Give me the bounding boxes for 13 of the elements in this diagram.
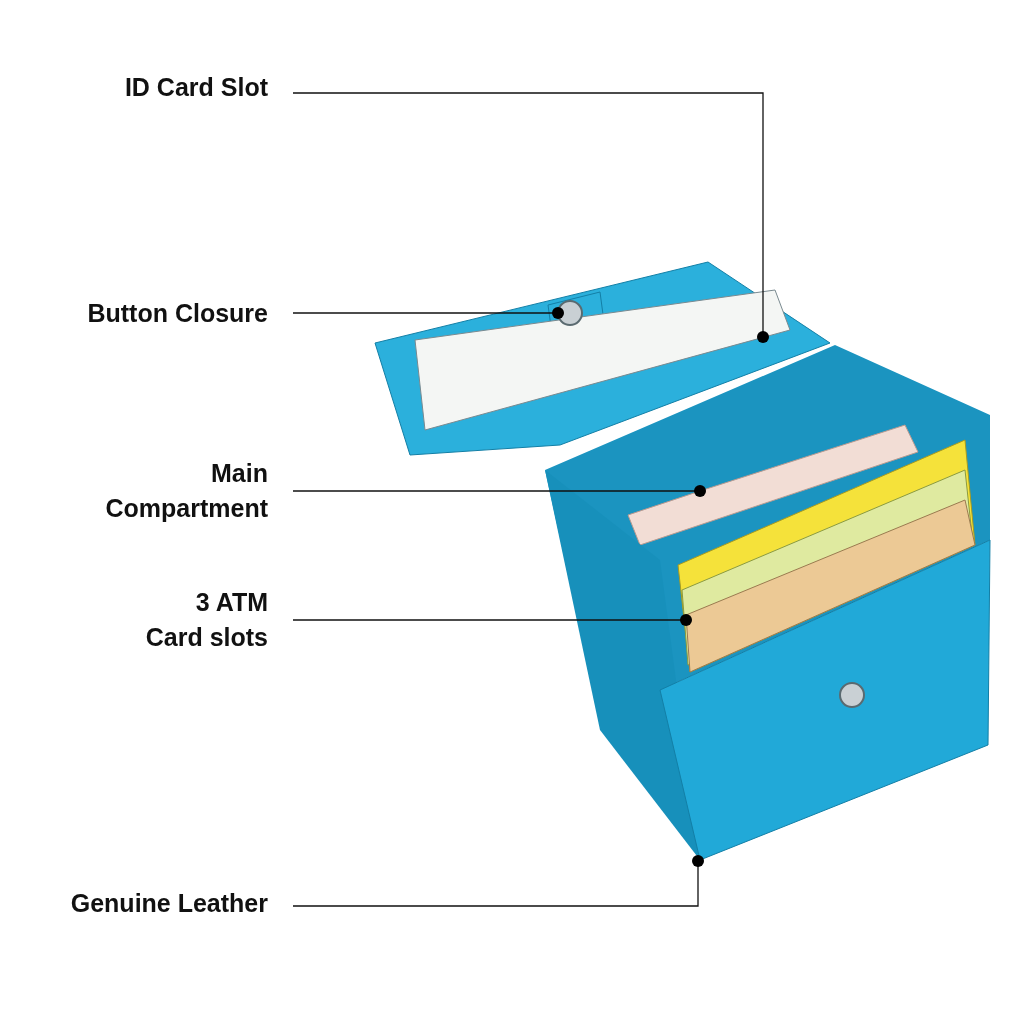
callout-label: 3 ATM Card slots (133, 585, 293, 655)
leader-line (292, 855, 704, 907)
leader-line (292, 614, 692, 626)
leather-wallet-body (545, 470, 991, 861)
leader-line (292, 92, 769, 343)
callout-label: Genuine Leather (28, 886, 293, 921)
leader-line (292, 307, 564, 319)
callout-label: Main Compartment (88, 456, 293, 526)
id-card-window (414, 289, 791, 431)
callout-label: Button Closure (48, 296, 293, 331)
callout-label: ID Card Slot (68, 70, 293, 105)
banknote-roll (627, 424, 919, 546)
leader-line (292, 485, 706, 497)
